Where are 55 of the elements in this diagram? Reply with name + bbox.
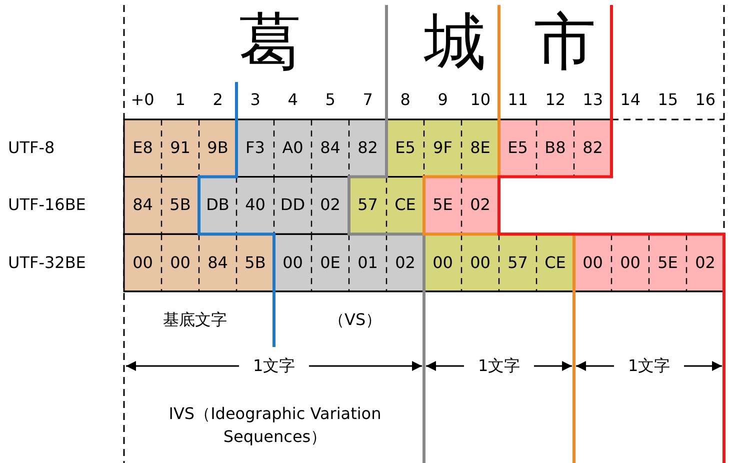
table-cell: 00 [612, 234, 649, 292]
table-cell: 01 [349, 234, 386, 292]
annotation-text: （VS） [328, 312, 382, 328]
row-label: UTF-8 [8, 140, 55, 156]
table-cell: 00 [574, 234, 612, 292]
table-cell: E5 [386, 120, 424, 177]
caption-text: IVS（Ideographic Variation Sequences） [168, 403, 382, 448]
dimension-label: 1文字 [239, 358, 310, 374]
column-number: 14 [620, 92, 641, 108]
table-cell: E8 [124, 120, 162, 177]
table-cell: 00 [424, 234, 462, 292]
table-cell: DD [274, 176, 312, 234]
table-cell: 9B [199, 120, 236, 177]
column-number: 15 [658, 92, 678, 108]
table-cell: 57 [499, 234, 536, 292]
column-number: 12 [545, 92, 566, 108]
table-cell: E5 [499, 120, 536, 177]
column-number: 13 [582, 92, 604, 108]
column-number: 1 [175, 92, 186, 108]
table-cell: 5E [649, 234, 686, 292]
character-heading: 市 [534, 11, 596, 73]
column-number: 9 [438, 92, 448, 108]
table-cell: A0 [274, 120, 312, 177]
dimension-label: 1文字 [614, 358, 684, 374]
dimension-label: 1文字 [464, 358, 534, 374]
row-label: UTF-16BE [8, 197, 86, 214]
column-number: 16 [695, 92, 716, 108]
column-number: 10 [470, 92, 491, 108]
character-heading: 葛 [239, 11, 301, 73]
column-number: 4 [288, 92, 298, 108]
column-number: 8 [400, 92, 410, 108]
column-number: 5 [325, 92, 336, 108]
table-cell: 00 [124, 234, 162, 292]
table-cell: 84 [199, 234, 236, 292]
column-number: 7 [362, 92, 373, 108]
table-cell: B8 [536, 120, 574, 177]
table-cell: 00 [274, 234, 312, 292]
table-cell: F3 [236, 120, 274, 177]
table-cell: 40 [236, 176, 274, 234]
column-number: 11 [508, 92, 528, 108]
column-number: +0 [130, 92, 154, 108]
row-label: UTF-32BE [8, 254, 86, 271]
table-cell: 84 [312, 120, 349, 177]
table-cell: 00 [162, 234, 199, 292]
table-cell: 82 [349, 120, 386, 177]
table-cell: 84 [124, 176, 162, 234]
column-number: 2 [212, 92, 223, 108]
table-cell: 00 [462, 234, 499, 292]
table-cell: 0E [312, 234, 349, 292]
annotation-text: 基底文字 [163, 312, 227, 328]
table-cell: 9F [424, 120, 462, 177]
character-heading: 城 [424, 11, 486, 73]
table-cell: 82 [574, 120, 612, 177]
table-cell: 91 [162, 120, 199, 177]
column-number: 3 [250, 92, 260, 108]
